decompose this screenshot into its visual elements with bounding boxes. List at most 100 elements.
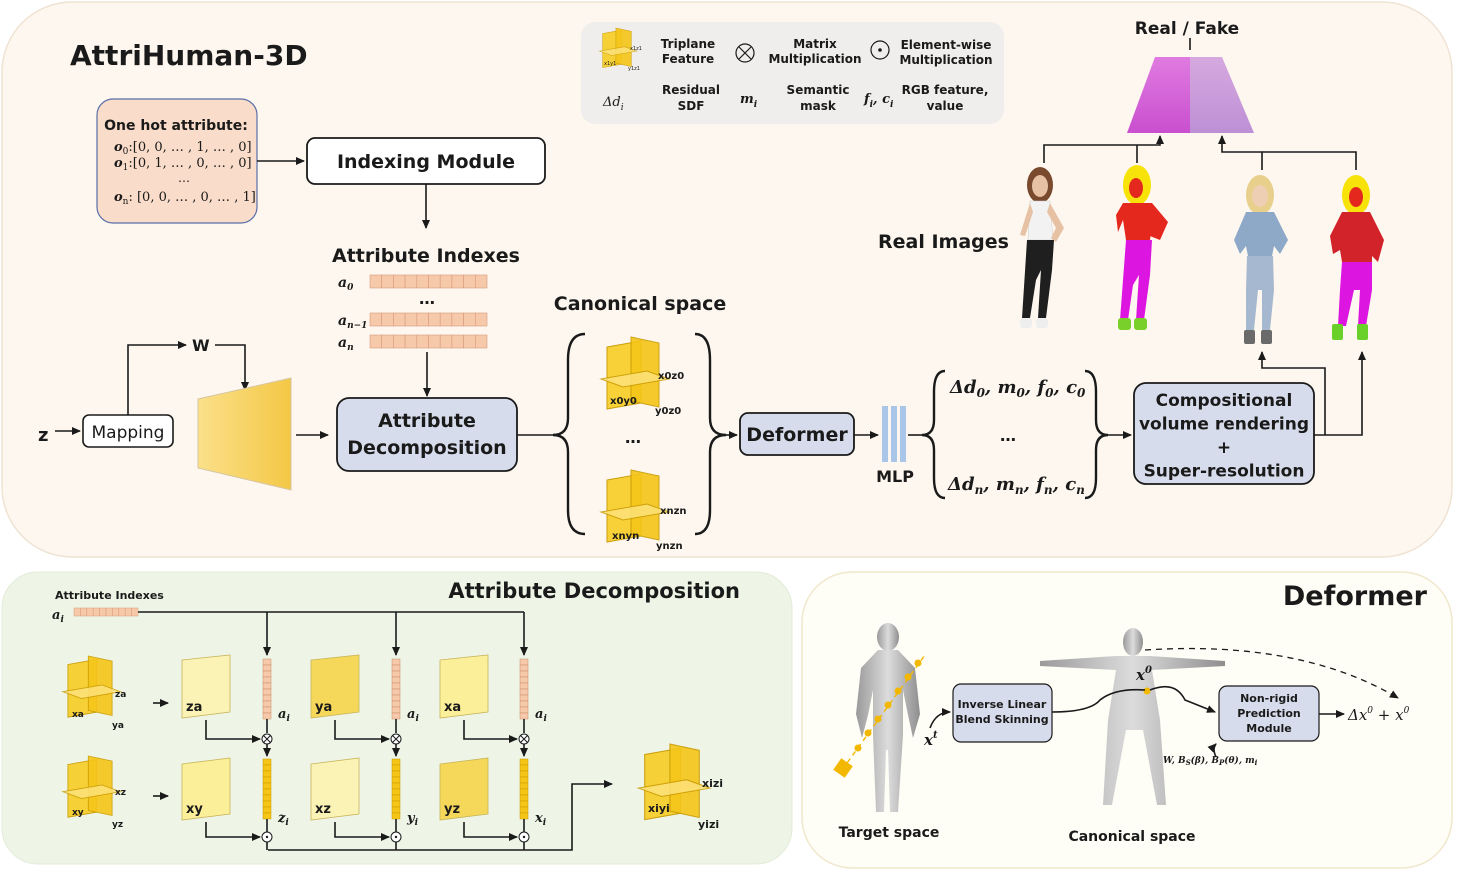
index-cell bbox=[428, 274, 441, 289]
index-cell bbox=[463, 334, 476, 349]
elementwise-node-dot bbox=[265, 835, 269, 839]
triplane-label: xiyi bbox=[648, 802, 670, 815]
vector-cell bbox=[262, 682, 272, 690]
arrow-params-to-nonrigid bbox=[1207, 743, 1217, 758]
index-cell bbox=[474, 274, 488, 289]
index-cell bbox=[439, 334, 453, 349]
discriminator-label: Real / Fake bbox=[1135, 19, 1239, 39]
vector-cell bbox=[262, 712, 272, 720]
index-cell bbox=[112, 607, 120, 617]
vector-cell bbox=[262, 676, 272, 684]
index-cell bbox=[416, 274, 429, 289]
index-cell bbox=[451, 334, 464, 349]
arrow-render-to-image bbox=[1258, 351, 1326, 435]
vector-cell bbox=[391, 670, 401, 678]
deformer-label: Deformer bbox=[746, 424, 848, 446]
index-cell bbox=[393, 274, 406, 289]
vector-cell bbox=[262, 706, 272, 714]
elementwise-multiplication-icon bbox=[870, 40, 890, 60]
vector-cell bbox=[391, 764, 401, 772]
vector-cell bbox=[262, 806, 272, 814]
plane-label: ya bbox=[315, 700, 332, 715]
deformer-box bbox=[739, 412, 855, 456]
line-plane-to-matmul bbox=[463, 720, 518, 743]
line-plane-to-elementwise bbox=[205, 822, 261, 841]
index-cell bbox=[393, 312, 406, 327]
plane-label: xz bbox=[315, 802, 331, 817]
vector-cell bbox=[391, 794, 401, 802]
triplane-label: xa bbox=[72, 710, 84, 720]
z-label: z bbox=[38, 425, 48, 446]
attr-index-bar bbox=[73, 607, 139, 617]
real-image-mask bbox=[1116, 165, 1168, 330]
plane-label: za bbox=[186, 700, 202, 715]
output-ellipsis: … bbox=[1000, 426, 1016, 445]
vector-cell bbox=[262, 770, 272, 778]
triplane-label: xy bbox=[72, 808, 84, 818]
legend-triplane-mini-label: x1y1 bbox=[604, 61, 616, 67]
vector-cell bbox=[262, 794, 272, 802]
mlp-label: MLP bbox=[876, 467, 914, 486]
triplane-label: za bbox=[115, 690, 126, 700]
triplane-label: x0y0 bbox=[610, 396, 637, 407]
vector-cell bbox=[391, 688, 401, 696]
elementwise-node-dot bbox=[394, 835, 398, 839]
index-cell bbox=[451, 274, 464, 289]
vector-cell bbox=[262, 800, 272, 808]
mlp-bars bbox=[882, 406, 906, 462]
arrow-columns-to-result bbox=[268, 780, 613, 851]
vector-cell bbox=[391, 776, 401, 784]
arrow-real-to-discriminator bbox=[1043, 135, 1164, 163]
arrow-mapping-to-w bbox=[127, 341, 187, 415]
vector-cell bbox=[262, 758, 272, 766]
index-ellipsis: … bbox=[419, 289, 435, 308]
attr-triplane-a bbox=[62, 655, 122, 718]
index-cell bbox=[404, 312, 418, 327]
vector-cell bbox=[519, 788, 529, 796]
vector-cell bbox=[519, 694, 529, 702]
output-row-0: Δd0, m0, f0, c0 bbox=[949, 377, 1086, 400]
index-cell bbox=[428, 334, 441, 349]
index-row-label: a0 bbox=[338, 275, 354, 293]
vector-cell bbox=[391, 788, 401, 796]
target-space-body bbox=[856, 623, 920, 812]
line-plane-to-elementwise bbox=[463, 822, 518, 841]
discriminator-left bbox=[1127, 57, 1190, 133]
onehot-row: o1:[0, 1, … , 0, … , 0] bbox=[114, 156, 252, 173]
arrow-fake-to-discriminator bbox=[1218, 135, 1263, 170]
triplane-label: yz bbox=[112, 820, 123, 830]
index-row-label: an−1 bbox=[338, 313, 367, 331]
attr-ai-label: ai bbox=[52, 608, 64, 625]
index-cell bbox=[393, 334, 406, 349]
output-brace-left bbox=[921, 369, 946, 500]
attribute-decomposition-box bbox=[336, 397, 518, 472]
plane-label: yz bbox=[444, 802, 460, 817]
feature-plane bbox=[181, 757, 231, 821]
vector-cell bbox=[391, 700, 401, 708]
ray-sample-point bbox=[914, 659, 922, 667]
onehot-row-ellipsis: … bbox=[178, 171, 190, 185]
index-cell bbox=[99, 607, 107, 617]
vector-cell bbox=[262, 776, 272, 784]
legend-triplane-mini-label: y1z1 bbox=[628, 66, 640, 72]
legend-triplane-mini-label: x1z1 bbox=[630, 46, 642, 52]
vector-cell bbox=[519, 794, 529, 802]
triplane-label: xnyn bbox=[612, 531, 639, 542]
generator-trapezoid bbox=[197, 377, 292, 491]
vector-cell bbox=[519, 764, 529, 772]
vector-cell bbox=[519, 776, 529, 784]
index-cell bbox=[404, 274, 418, 289]
canonical-ellipsis: … bbox=[625, 428, 641, 447]
vector-cell bbox=[391, 758, 401, 766]
vector-cell bbox=[262, 688, 272, 696]
index-cell bbox=[381, 274, 394, 289]
vector-cell bbox=[519, 782, 529, 790]
plane-label: xa bbox=[444, 700, 461, 715]
attribute-decomposition-panel-title: Attribute Decomposition bbox=[448, 579, 740, 603]
index-cell bbox=[124, 607, 132, 617]
